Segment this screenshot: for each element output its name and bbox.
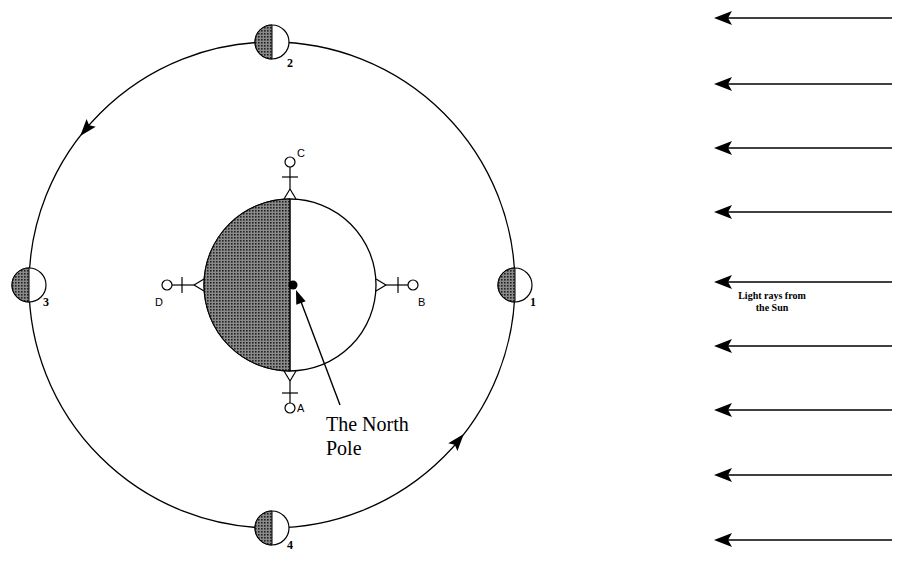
moon-symbol — [255, 511, 289, 545]
leader-arrowhead — [291, 288, 305, 305]
observer-figure — [282, 371, 298, 413]
orbit-circle — [29, 42, 515, 528]
observer-figure — [376, 277, 418, 293]
sun-light-label: Light rays from the Sun — [731, 290, 813, 314]
moon-symbol — [255, 25, 289, 59]
north-pole-dot — [289, 281, 298, 290]
callout-number: 1 — [530, 295, 536, 309]
orbit-arrow — [76, 119, 96, 140]
observer-figure — [282, 157, 298, 199]
callout-number: 3 — [43, 295, 49, 309]
observer-letter: A — [297, 402, 304, 415]
observer-letter: D — [155, 296, 163, 309]
moon-symbol — [498, 268, 532, 302]
observer-figure — [162, 277, 204, 293]
observer-letter: C — [297, 147, 305, 160]
orbit-arrow — [448, 430, 468, 451]
leader-line — [300, 299, 340, 405]
moon-symbol — [12, 268, 46, 302]
callout-number: 4 — [287, 538, 293, 552]
north-pole-label: The North Pole — [326, 412, 430, 460]
earth-symbol — [204, 199, 376, 371]
observer-letter: B — [418, 296, 425, 309]
callout-number: 2 — [287, 56, 293, 70]
light-ray-arrows — [714, 11, 892, 547]
